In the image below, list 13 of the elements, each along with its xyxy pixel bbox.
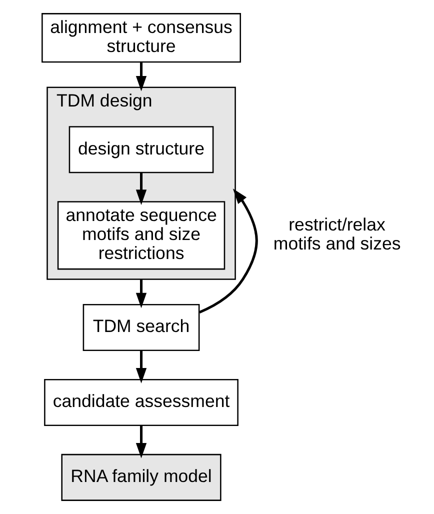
arrow bbox=[135, 279, 146, 308]
node-box: alignment + consensus structure bbox=[41, 13, 240, 63]
arrow bbox=[135, 62, 146, 92]
node-box: TDM search bbox=[82, 304, 200, 352]
node-box: candidate assessment bbox=[44, 378, 238, 426]
arrow bbox=[135, 425, 146, 458]
arrow bbox=[198, 188, 258, 314]
node-box: RNA family model bbox=[60, 454, 221, 501]
node-box: annotate sequence motifs and size restrictions bbox=[56, 201, 225, 270]
edge-label: restrict/relax motifs and sizes bbox=[272, 214, 400, 254]
node-box: design structure bbox=[68, 126, 214, 174]
arrow bbox=[135, 172, 146, 205]
arrow bbox=[135, 350, 146, 384]
